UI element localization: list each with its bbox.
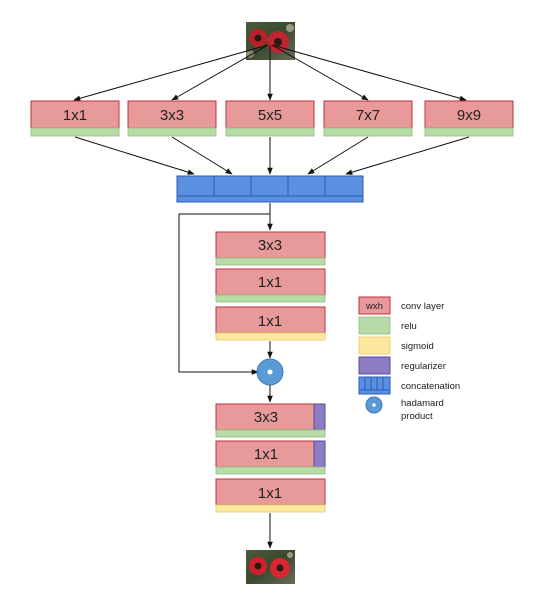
stack-label: 3x3	[258, 237, 282, 254]
output-flower-image	[246, 550, 295, 584]
branch-row: 1x1 3x3 5x5 7x7 9x9	[30, 100, 514, 137]
legend-conv-layer: wxh conv layer	[358, 296, 444, 315]
branch-block-2: 3x3	[127, 100, 217, 137]
stack-label: 3x3	[254, 409, 278, 426]
arrow-to-branch-1	[73, 44, 269, 101]
arrow-to-branch-5	[271, 44, 467, 101]
refinement-stack: 3x3 1x1 1x1	[215, 403, 326, 513]
svg-text:wxh: wxh	[365, 301, 383, 312]
branch-label: 9x9	[457, 107, 481, 124]
legend: wxh conv layer relu sigmoid regularizer …	[358, 296, 460, 422]
legend-hadamard-product: hadamard product	[365, 396, 444, 422]
stack2-block-3: 1x1	[215, 478, 326, 513]
svg-text:relu: relu	[401, 321, 417, 332]
branch-block-5: 9x9	[424, 100, 514, 137]
attention-stack: 3x3 1x1 1x1	[215, 231, 326, 341]
concatenation-block	[176, 175, 364, 203]
arrow-to-branch-4	[271, 44, 369, 101]
svg-text:conv layer: conv layer	[401, 301, 444, 312]
stack1-block-1: 3x3	[215, 231, 326, 266]
arrow-to-branch-2	[171, 44, 269, 101]
skip-connection-arrow	[178, 213, 270, 375]
input-to-branch-arrows	[73, 44, 467, 101]
stack-label: 1x1	[258, 313, 282, 330]
branch-label: 1x1	[63, 107, 87, 124]
branch-label: 5x5	[258, 107, 282, 124]
stack-label: 1x1	[258, 274, 282, 291]
stack1-block-3: 1x1	[215, 306, 326, 341]
svg-text:product: product	[401, 411, 433, 422]
stack-label: 1x1	[254, 446, 278, 463]
branch-block-1: 1x1	[30, 100, 120, 137]
branch-block-4: 7x7	[323, 100, 413, 137]
svg-text:hadamard: hadamard	[401, 398, 444, 409]
stack-label: 1x1	[258, 485, 282, 502]
legend-concatenation: concatenation	[358, 376, 460, 395]
svg-text:concatenation: concatenation	[401, 381, 460, 392]
hadamard-product-node	[256, 358, 284, 386]
svg-text:sigmoid: sigmoid	[401, 341, 434, 352]
legend-relu: relu	[358, 316, 417, 335]
branch-label: 7x7	[356, 107, 380, 124]
stack1-block-2: 1x1	[215, 268, 326, 303]
svg-text:regularizer: regularizer	[401, 361, 446, 372]
stack2-block-1: 3x3	[215, 403, 326, 438]
legend-sigmoid: sigmoid	[358, 336, 434, 355]
branch-block-3: 5x5	[225, 100, 315, 137]
stack2-block-2: 1x1	[215, 440, 326, 475]
branch-to-concat-arrows	[74, 136, 470, 175]
branch-label: 3x3	[160, 107, 184, 124]
legend-regularizer: regularizer	[358, 356, 446, 375]
